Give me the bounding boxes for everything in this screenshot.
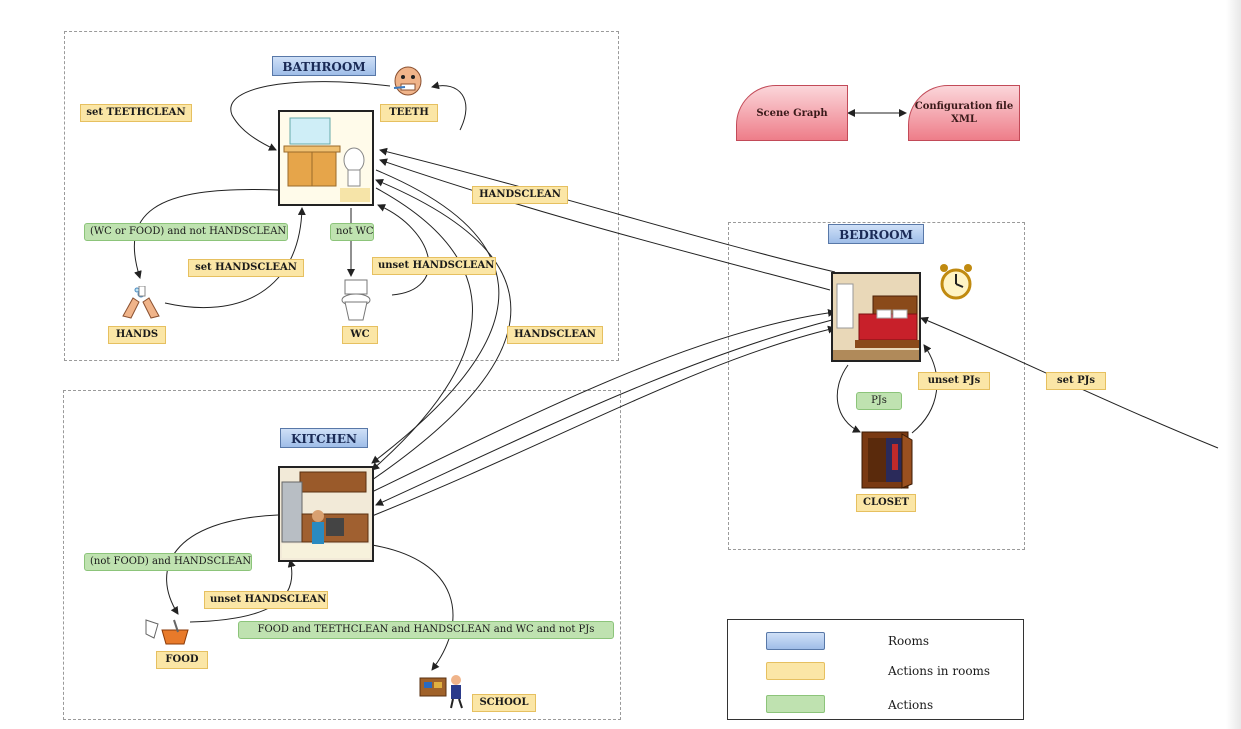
arrow-hands-to-bathroom [164, 207, 306, 309]
arrow-bedroom-to-closet [836, 364, 861, 433]
legend-swatch-rooms [766, 632, 825, 650]
node-label-school: SCHOOL [472, 694, 536, 712]
legend-label-actions: Actions [888, 698, 934, 712]
arrow-bedroom-to-kitchen [375, 319, 833, 506]
arrow-bathroom-to-hands [133, 188, 279, 279]
arrow-bathroom-to-kitchen-1 [371, 169, 500, 464]
configuration-file-label-line2: XML [951, 114, 977, 125]
arrow-kitchen-to-bathroom [371, 179, 512, 481]
node-label-hands: HANDS [108, 326, 166, 344]
bathroom-region [64, 31, 619, 361]
legend-label-actions-in-rooms: Actions in rooms [888, 664, 991, 678]
arrow-kitchen-to-food [166, 514, 279, 615]
action-set-teethclean: set TEETHCLEAN [80, 104, 192, 122]
school-icon [418, 670, 466, 710]
toilet-icon [339, 278, 373, 322]
node-label-teeth: TEETH [380, 104, 438, 122]
action-unset-handsclean-bathroom: unset HANDSCLEAN [372, 257, 496, 275]
arrow-bedroom-to-bathroom-2 [379, 158, 831, 291]
node-label-food: FOOD [156, 651, 208, 669]
arrow-kitchen-to-school [371, 544, 454, 671]
action-handsclean-upper: HANDSCLEAN [472, 186, 568, 204]
arrow-wc-to-bathroom [377, 204, 430, 296]
action-unset-handsclean-kitchen: unset HANDSCLEAN [204, 591, 328, 609]
action-set-pjs: set PJs [1046, 372, 1106, 390]
condition-school: FOOD and TEETHCLEAN and HANDSCLEAN and W… [238, 621, 614, 639]
node-label-wc: WC [342, 326, 378, 344]
page-edge [1226, 0, 1241, 729]
arrow-teeth-to-bathroom [230, 81, 391, 151]
legend-swatch-actions [766, 695, 825, 713]
bedroom-region [728, 222, 1025, 550]
scene-graph-block: Scene Graph [736, 85, 848, 141]
configuration-file-block: Configuration file XML [908, 85, 1020, 141]
action-set-handsclean: set HANDSCLEAN [188, 259, 304, 277]
kitchen-region [63, 390, 621, 720]
condition-not-wc: not WC [330, 223, 374, 241]
food-icon [144, 616, 190, 646]
condition-pjs: PJs [856, 392, 902, 410]
bathroom-scene-image [278, 110, 374, 206]
action-handsclean-lower: HANDSCLEAN [507, 326, 603, 344]
arrow-bathroom-to-kitchen-2 [371, 187, 473, 471]
scene-graph-label: Scene Graph [756, 107, 828, 119]
legend-swatch-actions-in-rooms [766, 662, 825, 680]
legend: Rooms Actions in rooms Actions [727, 619, 1024, 720]
room-title-bathroom: BATHROOM [272, 56, 376, 76]
bedroom-scene-image [831, 272, 921, 362]
alarm-clock-icon [936, 262, 976, 302]
arrow-kitchen-to-bedroom-2 [371, 325, 836, 517]
configuration-file-label-line1: Configuration file [914, 101, 1014, 112]
condition-wc-or-food: (WC or FOOD) and not HANDSCLEAN [84, 223, 288, 241]
arrow-bathroom-to-teeth [431, 81, 467, 131]
hands-icon [119, 285, 163, 320]
room-title-bedroom: BEDROOM [828, 224, 924, 244]
kitchen-scene-image [278, 466, 374, 562]
closet-icon [858, 430, 914, 490]
room-title-kitchen: KITCHEN [280, 428, 368, 448]
teeth-icon [392, 66, 424, 96]
action-unset-pjs: unset PJs [918, 372, 990, 390]
arrow-bedroom-to-bathroom [379, 147, 836, 273]
arrow-closet-to-bedroom [911, 344, 938, 434]
arrow-kitchen-to-bedroom-1 [371, 308, 836, 493]
condition-not-food: (not FOOD) and HANDSCLEAN [84, 553, 252, 571]
legend-label-rooms: Rooms [888, 634, 930, 648]
node-label-closet: CLOSET [856, 494, 916, 512]
